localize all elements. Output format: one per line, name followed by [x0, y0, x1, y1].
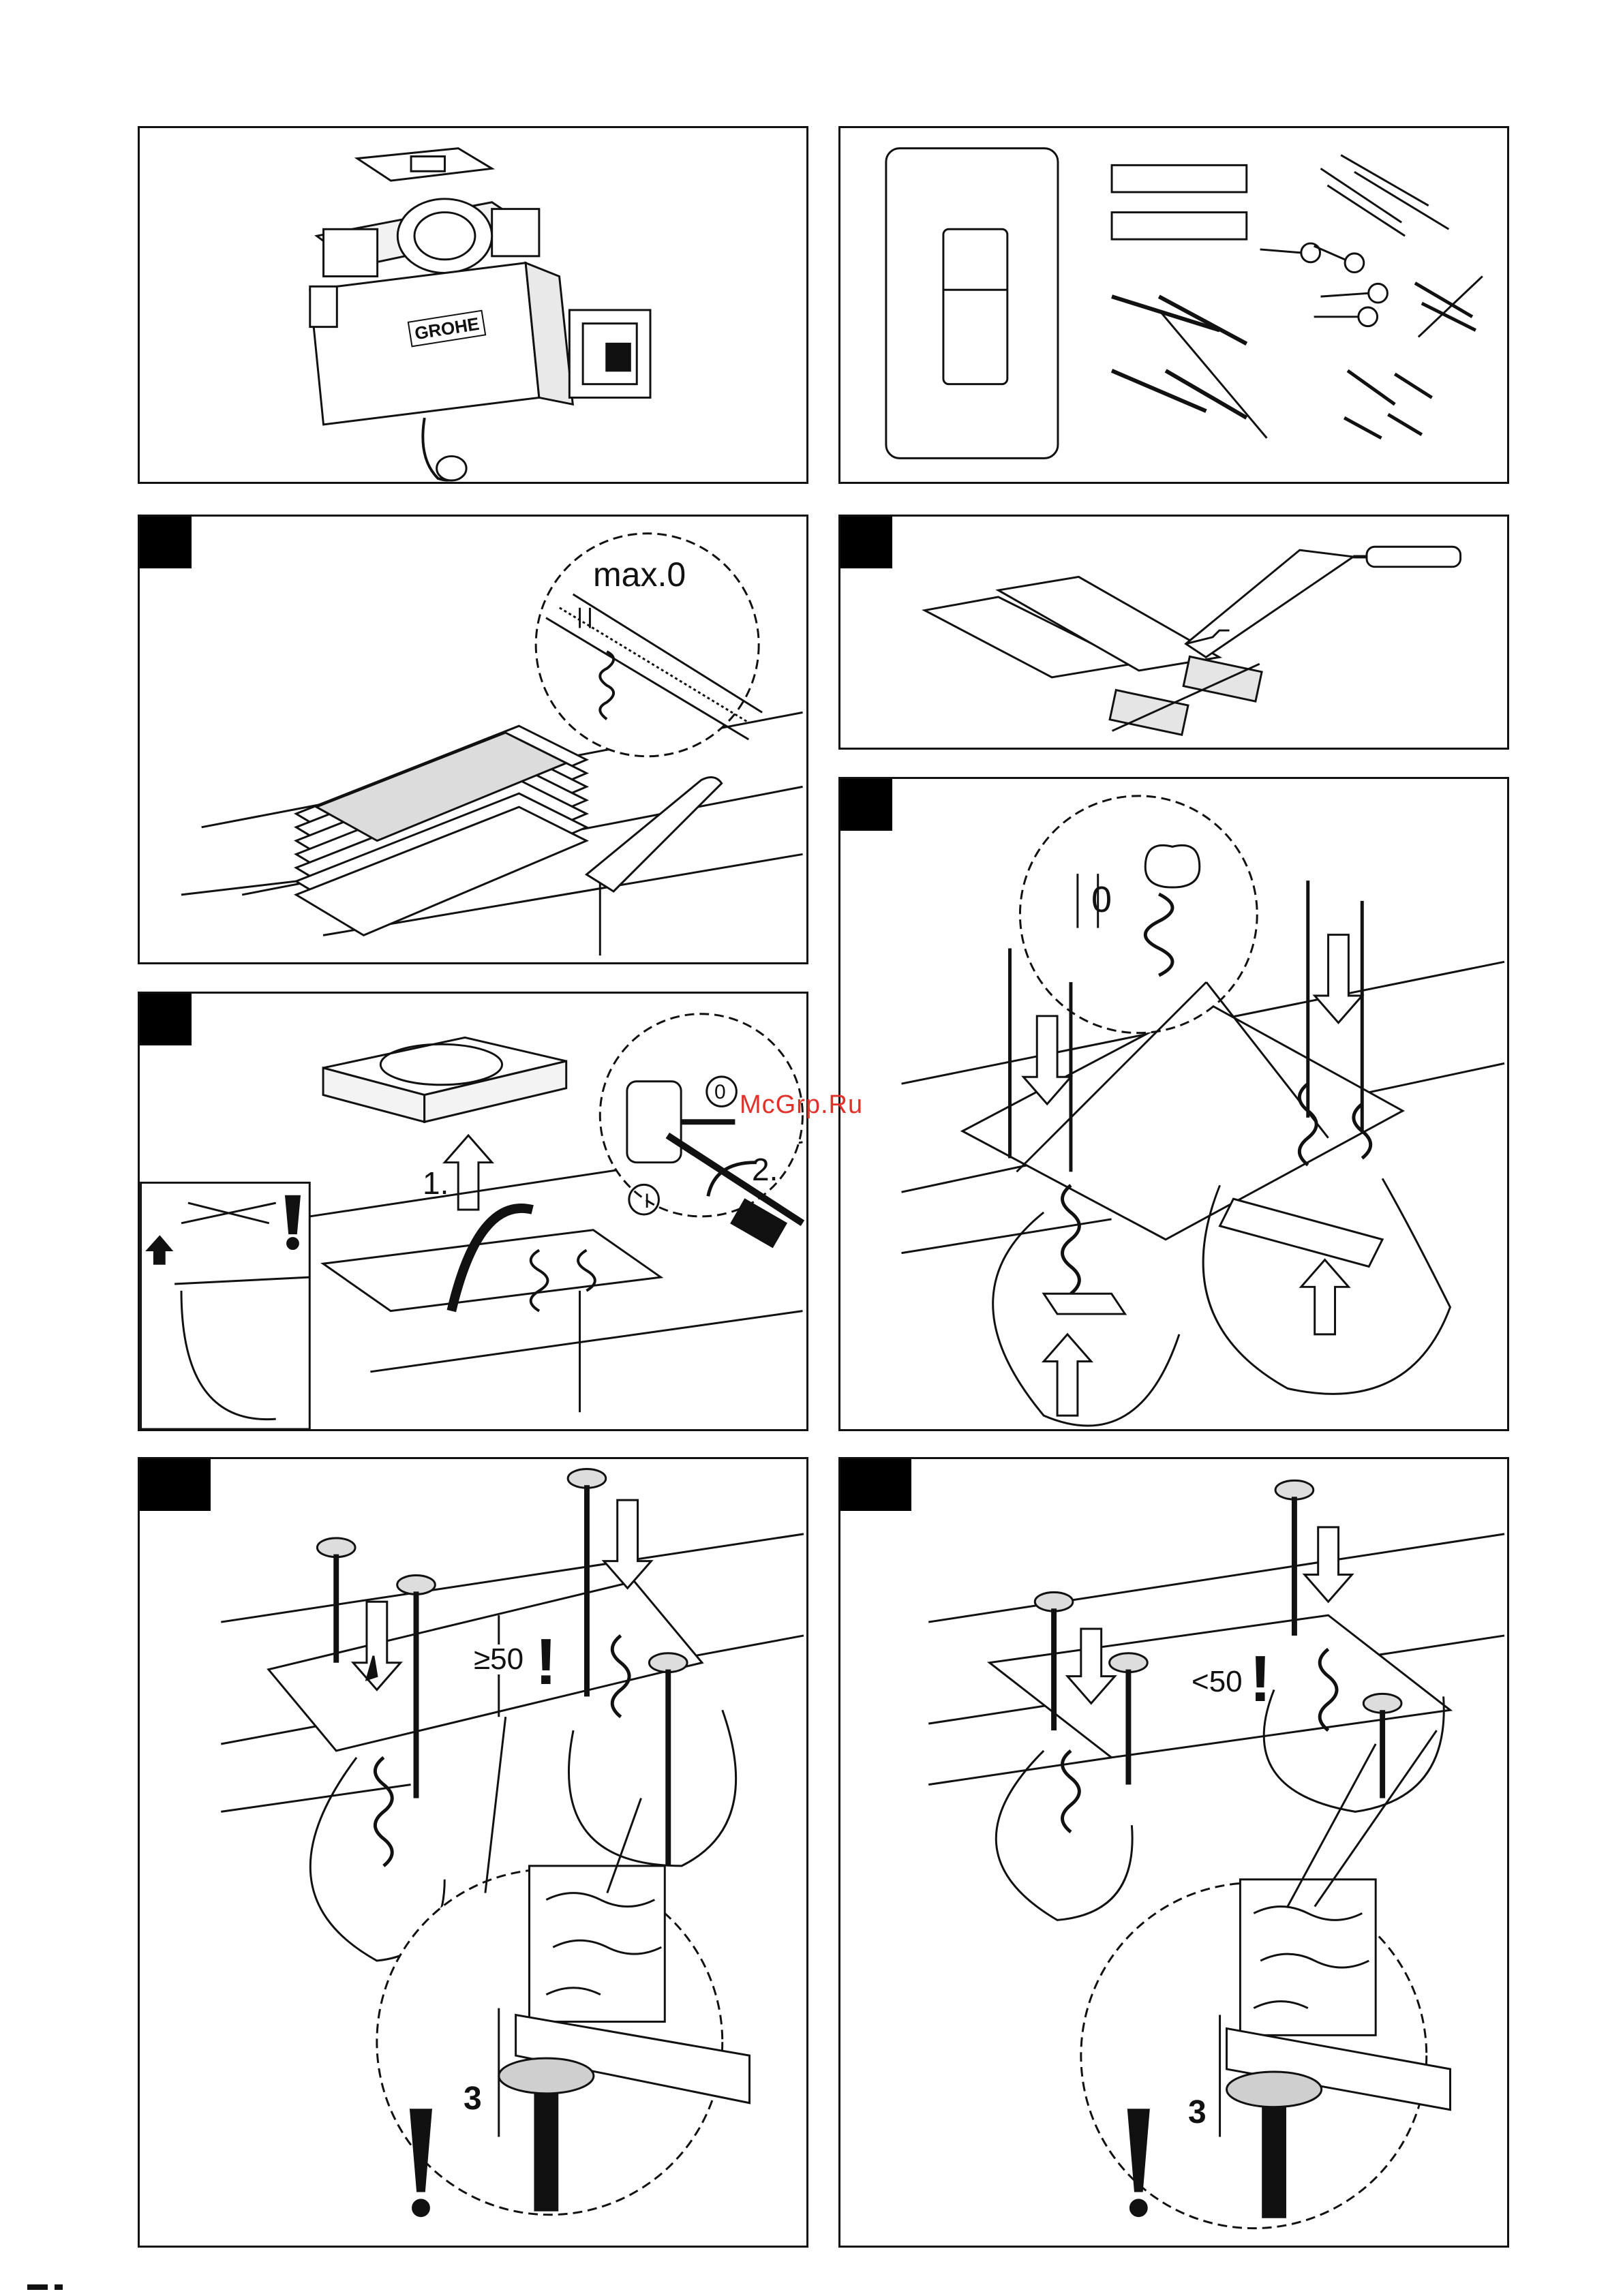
height-label: 3 — [464, 2083, 482, 2115]
step-two-label: 2. — [752, 1154, 778, 1185]
max0-illustration — [140, 517, 806, 962]
height-label: 3 — [1188, 2096, 1207, 2129]
min-distance-label: ≥50 — [474, 1644, 524, 1674]
panel-step-5-valve: 1. 2. 0 I — [138, 992, 808, 1431]
page-footer-mark — [27, 2283, 109, 2291]
warning-icon: ! — [1249, 1647, 1271, 1712]
dial-one-label: I — [644, 1191, 650, 1212]
rod-insertion-illustration — [840, 779, 1507, 1429]
panel-step-6-ge50: ≥50 ! 3 — [138, 1457, 808, 2248]
dial-zero-label: 0 — [714, 1082, 726, 1103]
panel-parts-kit — [838, 126, 1509, 484]
step-one-label: 1. — [423, 1167, 449, 1199]
parts-kit-illustration — [840, 128, 1507, 482]
cut-bracket-illustration — [840, 517, 1507, 748]
panel-step-4-rod-insertion: 0 — [838, 777, 1509, 1431]
gap-zero-label: 0 — [1091, 881, 1112, 918]
panel-step-2-max0: max.0 — [138, 515, 808, 964]
max-distance-label: <50 — [1192, 1667, 1243, 1697]
max0-label: max.0 — [593, 557, 686, 592]
watermark-text: McGrp.Ru — [740, 1090, 863, 1120]
ge50-illustration — [140, 1459, 806, 2246]
panel-step-3-cut-bracket — [838, 515, 1509, 750]
valve-illustration — [140, 994, 806, 1429]
panel-step-7-lt50: <50 ! 3 — [838, 1457, 1509, 2248]
warning-icon: ! — [535, 1629, 557, 1695]
lt50-illustration — [840, 1459, 1507, 2246]
cistern-illustration — [140, 128, 806, 482]
panel-cistern-overview: GROHE — [138, 126, 808, 484]
